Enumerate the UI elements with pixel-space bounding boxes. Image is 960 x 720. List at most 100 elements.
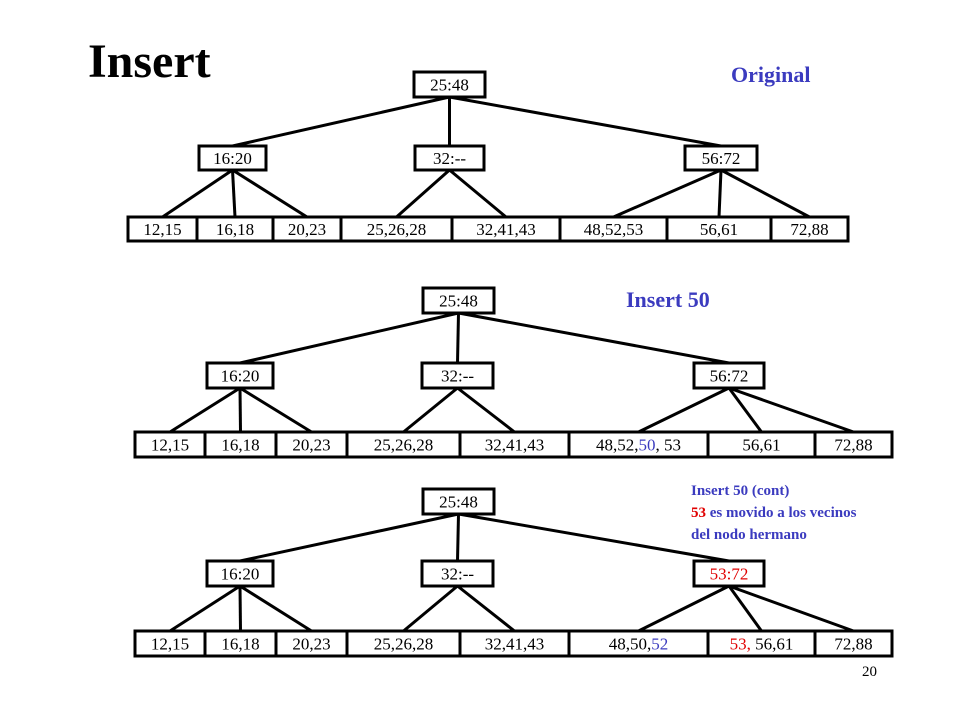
node-label-segment: 12,15 — [143, 220, 181, 239]
leaf-node: 48,52,53 — [558, 215, 669, 243]
leaf-node: 12,15 — [126, 215, 199, 243]
node-label: 32,41,43 — [485, 635, 545, 654]
root-node: 25:48 — [412, 70, 487, 99]
slide-title: Insert — [88, 35, 211, 88]
node-label: 25:48 — [430, 76, 469, 95]
page-number: 20 — [862, 664, 877, 680]
edge-line — [720, 168, 811, 219]
node-box — [450, 215, 562, 243]
internal-node: 16:20 — [205, 361, 275, 390]
node-label: 25,26,28 — [374, 436, 434, 455]
leaf-node: 72,88 — [769, 215, 850, 243]
caption-line: 53 es movido a los vecinos — [691, 502, 856, 524]
leaf-node: 72,88 — [813, 629, 894, 658]
node-label-segment: 56,61 — [700, 220, 738, 239]
node-label-segment: 16,18 — [221, 635, 259, 654]
internal-node: 32:-- — [420, 559, 495, 588]
node-label: 25:48 — [439, 292, 478, 311]
node-box — [683, 144, 759, 172]
node-label-segment: 53:72 — [710, 565, 749, 584]
edge-line — [456, 513, 460, 562]
node-label-segment: 32,41,43 — [476, 220, 536, 239]
leaf-node: 20,23 — [274, 629, 349, 658]
node-box — [345, 430, 462, 459]
node-label-segment: 16,18 — [216, 220, 254, 239]
node-label-segment: 56,61 — [755, 635, 793, 654]
edge-line — [232, 95, 450, 148]
node-label-segment: 32:-- — [441, 565, 474, 584]
node-box — [769, 215, 850, 243]
leaf-node: 32,41,43 — [458, 629, 571, 658]
edge-line — [637, 386, 730, 434]
edge-line — [456, 312, 460, 364]
node-box — [413, 144, 486, 172]
caption-segment: Insert 50 (cont) — [691, 483, 790, 499]
leaf-node: 20,23 — [271, 215, 343, 243]
edge-line — [448, 168, 507, 219]
node-label-segment: 25:48 — [430, 76, 469, 95]
edge-line — [458, 311, 730, 365]
node-box — [421, 487, 496, 516]
caption-insert-50-cont: Insert 50 (cont) 53 es movido a los vecin… — [691, 480, 856, 546]
node-label-segment: 48,50, — [609, 635, 652, 654]
node-label: 48,52,53 — [584, 220, 644, 239]
node-label-segment: 25:48 — [439, 493, 478, 512]
node-label-segment: 25:48 — [439, 292, 478, 311]
leaf-node: 16,18 — [203, 629, 278, 658]
node-label: 32,41,43 — [476, 220, 536, 239]
edge-line — [402, 584, 459, 633]
node-label-segment: 16,18 — [221, 436, 259, 455]
node-label-segment: 25,26,28 — [367, 220, 427, 239]
root-node: 25:48 — [421, 487, 496, 516]
leaf-node: 56,61 — [665, 215, 773, 243]
node-box — [706, 430, 817, 459]
node-box — [274, 629, 349, 658]
leaf-node: 48,50,52 — [567, 629, 710, 658]
internal-node: 32:-- — [420, 361, 495, 390]
caption-insert-50: Insert 50 — [626, 287, 710, 312]
node-label-segment: 16:20 — [213, 149, 252, 168]
node-label-segment: 12,15 — [151, 635, 189, 654]
edge-line — [231, 169, 237, 218]
edge-line — [395, 168, 451, 219]
node-label: 56:72 — [710, 367, 749, 386]
node-label: 16,18 — [221, 635, 259, 654]
node-label: 32,41,43 — [485, 436, 545, 455]
node-label: 25:48 — [439, 493, 478, 512]
node-label-segment: 32,41,43 — [485, 436, 545, 455]
edge-line — [402, 386, 459, 434]
edge-line — [637, 584, 730, 633]
node-label-segment: 20,23 — [292, 436, 330, 455]
leaf-node: 12,15 — [133, 629, 207, 658]
node-box — [692, 361, 766, 390]
edge-line — [239, 512, 459, 563]
caption-segment: 53 — [691, 505, 706, 521]
node-box — [197, 144, 268, 172]
edge-line — [456, 386, 516, 434]
node-label: 12,15 — [151, 635, 189, 654]
node-label: 56,61 — [700, 220, 738, 239]
edge-line — [612, 168, 722, 219]
internal-node: 16:20 — [197, 144, 268, 172]
node-box — [458, 430, 571, 459]
node-label-segment: 32:-- — [433, 149, 466, 168]
node-box — [421, 286, 496, 315]
node-box — [665, 215, 773, 243]
edge-line — [238, 585, 242, 632]
node-box — [271, 215, 343, 243]
node-label-segment: 56:72 — [702, 149, 741, 168]
node-label: 16:20 — [213, 149, 252, 168]
node-label-segment: 25,26,28 — [374, 436, 434, 455]
edge-line — [727, 387, 763, 433]
node-label: 48,50,52 — [609, 635, 669, 654]
edge-line — [239, 311, 459, 365]
node-label: 53, 56,61 — [730, 635, 794, 654]
node-box — [420, 559, 495, 588]
node-label: 20,23 — [288, 220, 326, 239]
edge-line — [239, 386, 313, 434]
node-label: 25,26,28 — [367, 220, 427, 239]
node-label-segment: , 53 — [656, 436, 682, 455]
